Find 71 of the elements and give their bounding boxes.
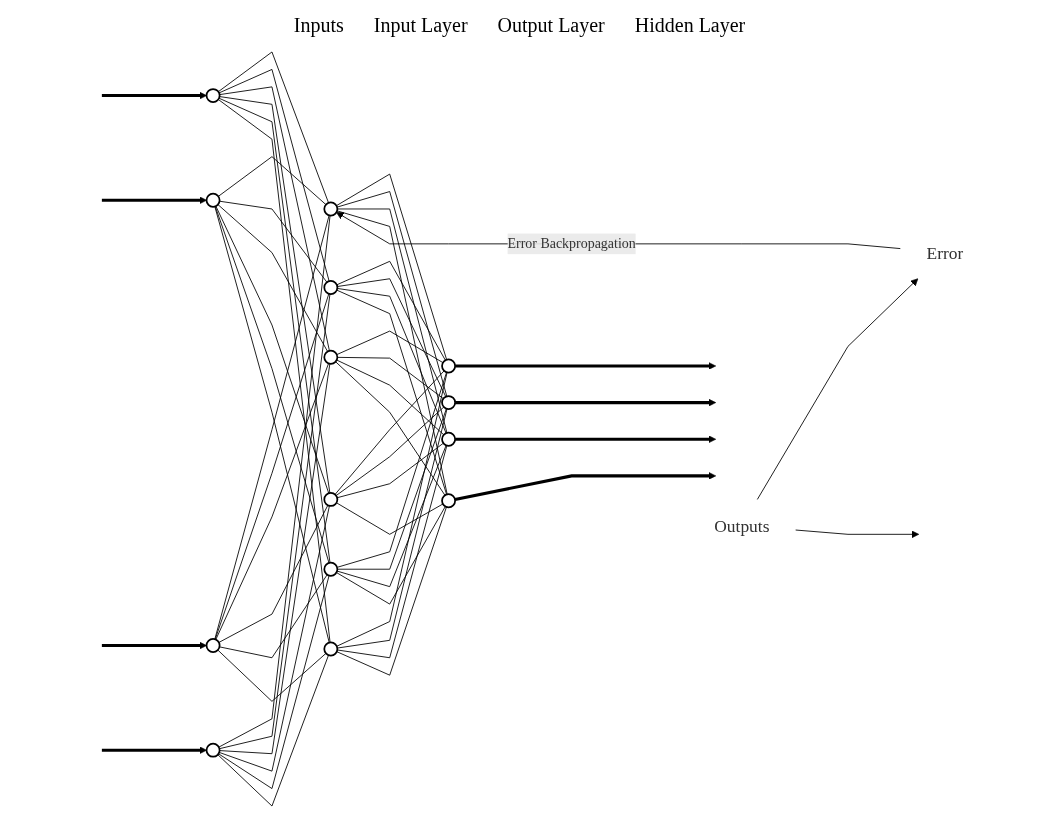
connection-line bbox=[336, 278, 447, 398]
text-label: Outputs bbox=[714, 516, 770, 536]
connection-line bbox=[335, 406, 445, 497]
neuron-circle bbox=[323, 492, 339, 507]
arrow bbox=[455, 362, 717, 370]
connection-line bbox=[336, 210, 448, 495]
arrow bbox=[455, 435, 717, 444]
connection-line bbox=[336, 408, 447, 570]
connection-line bbox=[218, 504, 329, 643]
text-label: Error bbox=[926, 243, 964, 263]
neuron-circle bbox=[441, 395, 456, 411]
connection-line bbox=[336, 208, 448, 434]
connection-line bbox=[336, 506, 447, 676]
neuron-circle bbox=[323, 201, 339, 217]
connection-line bbox=[336, 442, 444, 499]
neuron-circle bbox=[205, 192, 221, 208]
connection-line bbox=[218, 215, 331, 748]
connection-line bbox=[215, 362, 329, 640]
connection-line bbox=[219, 200, 328, 283]
connection-line bbox=[336, 371, 448, 568]
connection-line bbox=[219, 86, 330, 352]
connection-line bbox=[217, 99, 331, 643]
connection-line bbox=[219, 96, 331, 494]
arrow bbox=[101, 746, 207, 755]
connection-line bbox=[217, 204, 329, 352]
connection-line bbox=[336, 356, 444, 400]
neuron-circle bbox=[205, 742, 221, 758]
connection-line bbox=[336, 445, 448, 659]
layer-label: Hidden Layer bbox=[634, 14, 746, 37]
connection-line bbox=[217, 156, 327, 206]
connection-line bbox=[219, 574, 328, 659]
connection-line bbox=[336, 191, 448, 397]
arrow bbox=[101, 196, 207, 205]
layer-label: Input Layer bbox=[373, 14, 468, 37]
layer-label: Output Layer bbox=[497, 14, 605, 37]
connection-line bbox=[214, 293, 330, 640]
connection-line bbox=[218, 505, 330, 772]
connection-line bbox=[217, 51, 329, 204]
neuron-circle bbox=[323, 641, 339, 657]
arrow bbox=[101, 641, 207, 650]
connection-line bbox=[336, 506, 446, 605]
connection-line bbox=[336, 260, 446, 361]
arrow bbox=[454, 472, 717, 501]
arrow bbox=[455, 398, 717, 407]
connection-line bbox=[218, 575, 330, 789]
connection-line bbox=[217, 649, 327, 702]
connection-line bbox=[336, 289, 448, 495]
neuron-circle bbox=[441, 493, 456, 509]
connection-line bbox=[218, 69, 330, 282]
connection-line bbox=[336, 288, 447, 434]
connection-line bbox=[219, 293, 331, 750]
connection-line bbox=[336, 444, 447, 588]
connection-line bbox=[219, 363, 331, 755]
connection-line bbox=[336, 359, 445, 436]
layer-label: Inputs bbox=[293, 14, 344, 37]
neuron-circle bbox=[323, 349, 339, 365]
connection-line bbox=[336, 173, 448, 361]
neuron-circle bbox=[323, 280, 339, 295]
connection-line bbox=[218, 97, 331, 564]
neuron-circle bbox=[323, 561, 339, 577]
connection-line bbox=[217, 654, 329, 807]
edge-label: Error Backpropagation bbox=[507, 233, 636, 255]
neuron-circle bbox=[205, 638, 221, 653]
connection-line bbox=[336, 330, 444, 364]
connection-line bbox=[336, 502, 444, 535]
neuron-circle bbox=[441, 358, 456, 374]
connection-line bbox=[215, 205, 330, 494]
connection-line bbox=[214, 206, 330, 564]
neuron-circle bbox=[441, 431, 456, 447]
neuron-circle bbox=[205, 88, 221, 103]
arrow bbox=[101, 91, 207, 100]
